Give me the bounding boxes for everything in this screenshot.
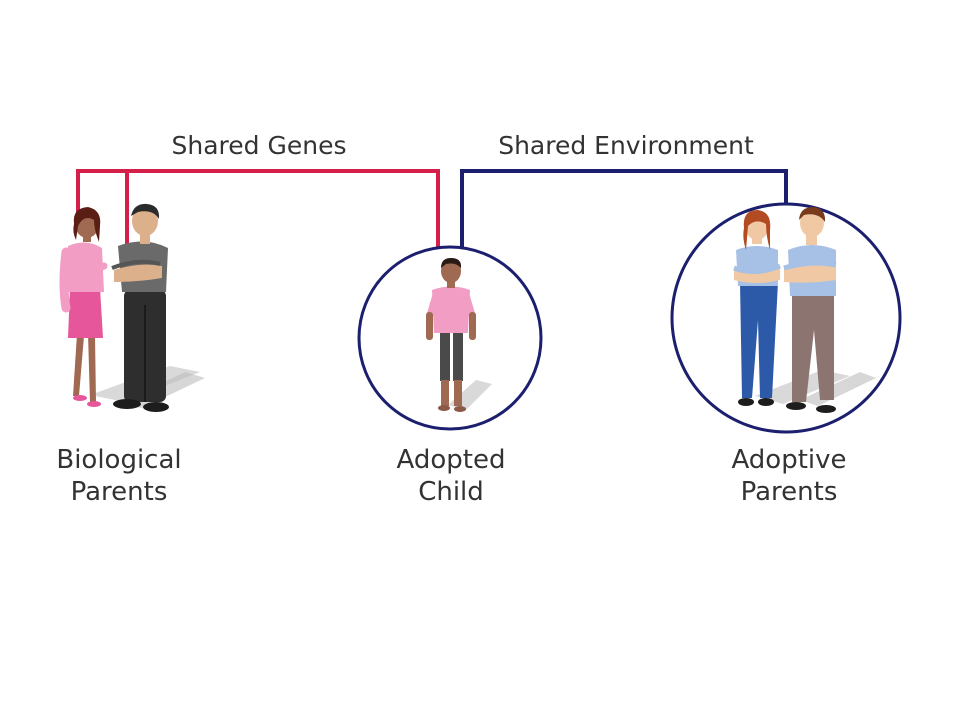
shared-environment-label: Shared Environment <box>498 131 754 160</box>
shared-genes-connector <box>76 169 440 252</box>
adoptive-mother-figure <box>733 210 781 406</box>
biological-mother-figure <box>59 207 108 407</box>
biological-parents-label-line2: Parents <box>71 477 168 507</box>
shared-genes-label: Shared Genes <box>172 131 347 160</box>
adoptive-parents-figures <box>733 207 876 413</box>
adopted-child-figure <box>426 258 492 412</box>
biological-parents-figures <box>59 203 205 412</box>
adopted-child-label-line1: Adopted <box>397 445 506 475</box>
biological-parents-label-line1: Biological <box>56 445 181 475</box>
adopted-child-label-line2: Child <box>418 477 484 507</box>
adoptive-parents-label-line1: Adoptive <box>731 445 846 475</box>
biological-father-figure <box>111 203 169 412</box>
shared-environment-connector <box>460 169 788 247</box>
adoptive-parents-label-line2: Parents <box>741 477 838 507</box>
adoptive-father-figure <box>783 207 837 413</box>
